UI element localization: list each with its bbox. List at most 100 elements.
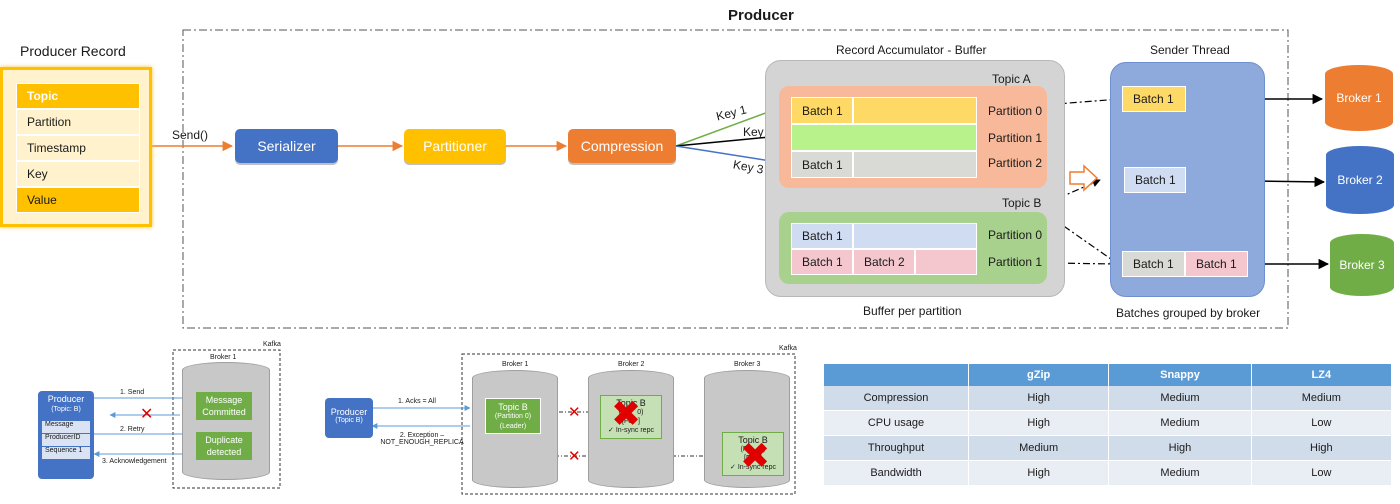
table-cell: CPU usage: [824, 410, 969, 436]
accumulator-footer: Buffer per partition: [863, 304, 962, 318]
acks-exception-line-2: NOT_ENOUGH_REPLICA: [380, 439, 464, 446]
acks-follower-1-line-2a: (Pa: [618, 409, 630, 416]
topic-a-p2-slot: [853, 151, 977, 178]
hollow-arrow: [1069, 164, 1099, 192]
table-header-cell: gZip: [968, 364, 1110, 386]
idem-message-committed-line-2: Committed: [202, 407, 246, 417]
topic-a-p1-slot: [791, 124, 977, 151]
topic-b-p0-slot: [853, 223, 977, 249]
acks-follower-1-line-4: ✓ In-sync repc: [608, 427, 654, 434]
broker-3-failed-x-icon: ✖: [740, 435, 771, 476]
acks-follower-2-line-4: ✓ In-sync repc: [730, 464, 776, 471]
idem-broker-cylinder: [182, 362, 270, 480]
producer-boundary: [182, 29, 1289, 329]
topic-a-partition-0: Partition 0: [988, 104, 1043, 118]
acks-producer-box: Producer (Topic B): [325, 398, 373, 438]
topic-b-p1-slot: [915, 249, 977, 275]
acks-producer-topic: (Topic B): [335, 417, 363, 424]
idem-duplicate-detected: Duplicate detected: [196, 432, 252, 460]
acks-broker-2-label: Broker 2: [618, 361, 645, 368]
idem-field-producerid: ProducerID: [42, 434, 90, 446]
topic-b-partition-0: Partition 0: [988, 228, 1043, 242]
table-cell: Bandwidth: [824, 460, 969, 486]
partitioner-box: Partitioner: [404, 129, 506, 163]
idem-field-sequence: Sequence 1: [42, 447, 90, 459]
idem-send-label: 1. Send: [120, 389, 145, 396]
producer-title: Producer: [728, 7, 794, 24]
table-cell: High: [968, 410, 1110, 436]
topic-b-p1-batch-1: Batch 1: [791, 249, 853, 275]
broker-2-failed-x-icon: ✖: [611, 393, 642, 434]
table-cell: Compression: [824, 386, 969, 411]
producer-record-title: Producer Record: [20, 43, 126, 59]
acks-follower-1-box: Topic B (Pa 0) [Fo ] ✓ In-sync repc: [600, 395, 662, 439]
table-row: Compression High Medium Medium: [824, 386, 1393, 411]
idem-message-committed: Message Committed: [196, 392, 252, 420]
table-cell: Medium: [968, 435, 1110, 461]
table-cell: Medium: [1251, 386, 1393, 411]
table-cell: Throughput: [824, 435, 969, 461]
topic-a-p0-batch-1: Batch 1: [791, 97, 853, 124]
table-row: Throughput Medium High High: [824, 435, 1393, 461]
record-field-timestamp: Timestamp: [16, 135, 140, 161]
acks-exception-line-1: 2. Exception –: [399, 432, 445, 439]
serializer-box: Serializer: [235, 129, 338, 163]
idem-field-message: Message: [42, 421, 90, 433]
table-header-cell: LZ4: [1251, 364, 1393, 386]
acks-producer-title: Producer: [330, 407, 368, 417]
idem-producer-title: Producer: [47, 394, 85, 404]
idem-duplicate-detected-line-1: Duplicate: [205, 435, 243, 445]
compression-comparison-table: gZip Snappy LZ4 Compression High Medium …: [824, 364, 1393, 486]
idem-producer-box: Producer (Topic: B) Message ProducerID S…: [38, 391, 94, 479]
table-header-row: gZip Snappy LZ4: [824, 364, 1393, 386]
sender-footer: Batches grouped by broker: [1116, 306, 1261, 320]
acks-leader-line-3: (Leader): [499, 423, 527, 430]
acks-fail-x-icon-1: ✕: [568, 404, 581, 421]
broker-1-cylinder: Broker 1: [1325, 65, 1393, 131]
table-row: CPU usage High Medium Low: [824, 410, 1393, 436]
sender-broker3-batch-b: Batch 1: [1185, 251, 1248, 277]
topic-b-partition-1: Partition 1: [988, 255, 1043, 269]
sender-broker2-batch: Batch 1: [1124, 167, 1186, 193]
topic-b-p1-batch-2: Batch 2: [853, 249, 915, 275]
topic-a-p2-batch-1: Batch 1: [791, 151, 853, 178]
compression-box: Compression: [568, 129, 676, 163]
idem-fail-x-icon: ✕: [140, 406, 154, 423]
table-cell: Low: [1251, 460, 1393, 486]
topic-b-label: Topic B: [1002, 196, 1042, 210]
record-field-key: Key: [16, 161, 140, 187]
table-cell: Low: [1251, 410, 1393, 436]
acks-fail-x-icon-2: ✕: [568, 448, 581, 465]
acks-follower-2-line-3a: [Fo: [744, 455, 755, 462]
idem-kafka-label: Kafka: [263, 341, 281, 348]
accumulator-title: Record Accumulator - Buffer: [836, 43, 987, 57]
topic-a-label: Topic A: [992, 72, 1031, 86]
topic-b-p0-batch-1: Batch 1: [791, 223, 853, 249]
acks-leader-line-1: Topic B: [498, 402, 528, 412]
acks-broker-3-label: Broker 3: [734, 361, 761, 368]
acks-follower-2-line-1: Topic B: [738, 435, 768, 445]
table-header-cell: Snappy: [1108, 364, 1252, 386]
acks-follower-1-line-1: Topic B: [616, 398, 646, 408]
idem-retry-label: 2. Retry: [120, 426, 145, 433]
table-cell: High: [968, 460, 1110, 486]
table-cell: High: [1251, 435, 1393, 461]
topic-a-p0-slot: [853, 97, 977, 124]
table-cell: Medium: [1108, 460, 1252, 486]
acks-broker-1-label: Broker 1: [502, 361, 529, 368]
table-cell: Medium: [1108, 386, 1252, 411]
acks-follower-1-line-2b: 0): [637, 409, 644, 416]
sender-broker1-batch: Batch 1: [1122, 86, 1186, 112]
table-cell: High: [968, 386, 1110, 411]
record-field-value: Value: [16, 187, 140, 213]
record-field-partition: Partition: [16, 109, 140, 135]
table-cell: High: [1108, 435, 1252, 461]
acks-follower-1-line-3b: ]: [638, 418, 640, 425]
idem-message-committed-line-1: Message: [205, 395, 243, 405]
table-row: Bandwidth High Medium Low: [824, 460, 1393, 486]
acks-leader-line-2: (Partition 0): [494, 413, 532, 420]
acks-kafka-label: Kafka: [779, 345, 797, 352]
broker-3-cylinder: Broker 3: [1330, 234, 1394, 296]
acks-leader-box: Topic B (Partition 0) (Leader): [485, 398, 541, 434]
table-header-cell: [824, 364, 969, 386]
